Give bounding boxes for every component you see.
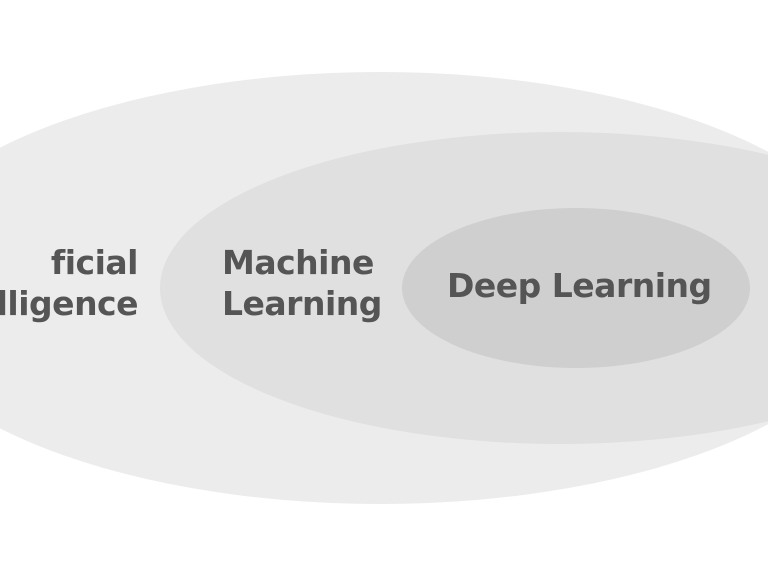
artificial-intelligence-label: ficial lligence [0,242,139,324]
machine-learning-label-line2: Learning [222,284,382,323]
deep-learning-label: Deep Learning [447,265,712,306]
machine-learning-label-line1: Machine [222,243,374,282]
artificial-intelligence-label-line2: lligence [0,284,139,323]
artificial-intelligence-label-line1: ficial [50,243,139,282]
deep-learning-label-text: Deep Learning [447,266,712,305]
machine-learning-label: Machine Learning [222,242,382,324]
deep-learning-ellipse [402,208,750,368]
